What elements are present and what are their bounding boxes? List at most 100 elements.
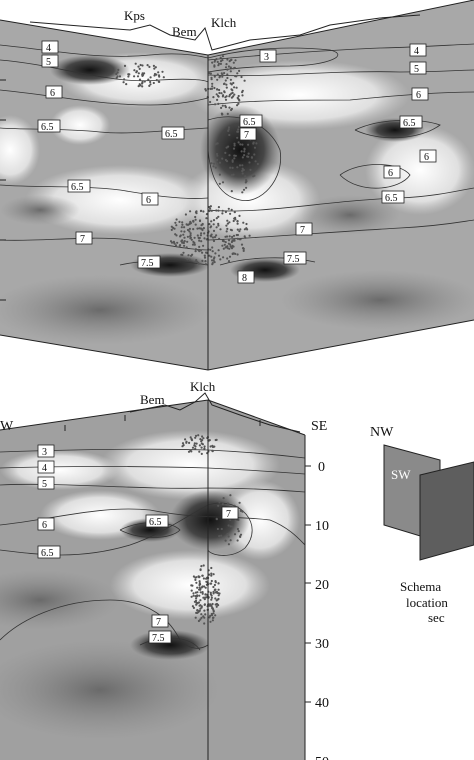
earthquake-dot <box>231 525 234 528</box>
earthquake-dot <box>229 494 232 497</box>
earthquake-dot <box>211 607 214 610</box>
contour-label-3: 3 <box>259 49 277 63</box>
earthquake-dot <box>232 67 235 70</box>
earthquake-dot <box>248 234 251 237</box>
earthquake-dot <box>180 230 183 233</box>
earthquake-dot <box>202 615 205 618</box>
earthquake-dot <box>232 81 235 85</box>
contour-label-5: 5 <box>41 54 59 68</box>
svg-text:6: 6 <box>42 520 47 531</box>
earthquake-dot <box>211 450 214 453</box>
earthquake-dot <box>212 239 215 242</box>
earthquake-dot <box>208 604 211 607</box>
earthquake-dot <box>189 232 192 235</box>
earthquake-dot <box>210 579 213 583</box>
direction-label-w: W <box>0 419 14 434</box>
earthquake-dot <box>226 222 229 225</box>
earthquake-dot <box>200 586 203 589</box>
svg-text:7.5: 7.5 <box>152 633 165 644</box>
earthquake-dot <box>141 72 144 75</box>
earthquake-dot <box>199 599 202 602</box>
earthquake-dot <box>188 441 191 444</box>
earthquake-dot <box>227 260 231 263</box>
earthquake-dot <box>218 161 221 164</box>
earthquake-dot <box>201 435 204 438</box>
earthquake-dot <box>122 81 125 84</box>
earthquake-dot <box>192 592 195 595</box>
svg-text:6.5: 6.5 <box>41 548 54 559</box>
earthquake-dot <box>181 223 184 226</box>
earthquake-dot <box>236 166 239 169</box>
depth-tick-20: 20 <box>315 578 329 593</box>
earthquake-dot <box>199 568 202 572</box>
earthquake-dot <box>189 237 192 240</box>
earthquake-dot <box>253 174 256 177</box>
contour-label-4: 4 <box>37 460 55 474</box>
contour-label-7: 7 <box>75 231 93 245</box>
earthquake-dot <box>189 449 192 452</box>
contour-label-7: 7 <box>295 222 313 236</box>
contour-label-6-5: 6.5 <box>399 115 423 129</box>
earthquake-dot <box>201 574 204 577</box>
earthquake-dot <box>216 527 219 531</box>
earthquake-dot <box>195 597 198 600</box>
schematic-caption-line-1: Schema <box>400 579 441 594</box>
svg-text:5: 5 <box>414 64 419 75</box>
earthquake-dot <box>227 129 230 132</box>
earthquake-dot <box>203 447 206 450</box>
earthquake-dot <box>221 104 224 107</box>
earthquake-dot <box>196 227 199 230</box>
earthquake-dot <box>241 172 244 175</box>
earthquake-dot <box>229 525 232 528</box>
earthquake-dot <box>199 591 202 594</box>
earthquake-dot <box>230 208 233 211</box>
earthquake-dot <box>221 212 224 215</box>
depth-tick-10: 10 <box>315 519 329 534</box>
earthquake-dot <box>211 444 214 447</box>
earthquake-dot <box>248 161 251 164</box>
earthquake-dot <box>191 605 194 608</box>
volcano-label-kps: Kps <box>124 8 145 23</box>
earthquake-dot <box>226 532 229 536</box>
earthquake-dot <box>211 263 214 266</box>
earthquake-dot <box>141 82 144 85</box>
earthquake-dot <box>215 518 218 521</box>
earthquake-dot <box>236 253 239 256</box>
earthquake-dot <box>194 616 197 619</box>
earthquake-dot <box>224 98 228 101</box>
earthquake-dot <box>199 618 202 621</box>
earthquake-dot <box>191 243 195 246</box>
contour-label-6-5: 6.5 <box>239 114 263 128</box>
earthquake-dot <box>189 235 192 238</box>
earthquake-dot <box>155 73 158 76</box>
earthquake-dot <box>224 66 228 69</box>
earthquake-dot <box>202 210 205 213</box>
svg-text:3: 3 <box>42 447 47 458</box>
earthquake-dot <box>216 60 219 64</box>
earthquake-dot <box>204 596 207 599</box>
earthquake-dot <box>249 168 252 171</box>
earthquake-dot <box>195 442 198 445</box>
earthquake-dot <box>243 154 246 157</box>
earthquake-dot <box>228 95 231 98</box>
depth-tick-30: 30 <box>315 637 329 652</box>
earthquake-dot <box>214 580 217 583</box>
earthquake-dot <box>186 235 189 238</box>
earthquake-dot <box>230 96 233 99</box>
volcano-label-bem: Bem <box>172 24 197 39</box>
earthquake-dot <box>243 228 246 231</box>
earthquake-dot <box>209 100 212 104</box>
earthquake-dot <box>224 246 227 249</box>
earthquake-dot <box>232 234 236 237</box>
earthquake-dot <box>152 64 155 67</box>
earthquake-dot <box>214 252 217 255</box>
earthquake-dot <box>217 582 220 585</box>
earthquake-dot <box>200 232 203 235</box>
earthquake-dot <box>221 55 225 58</box>
earthquake-dot <box>224 241 227 244</box>
earthquake-dot <box>203 256 207 259</box>
earthquake-dot <box>188 230 191 233</box>
earthquake-dot <box>238 238 241 241</box>
earthquake-dot <box>198 245 201 248</box>
svg-text:6.5: 6.5 <box>41 122 54 133</box>
